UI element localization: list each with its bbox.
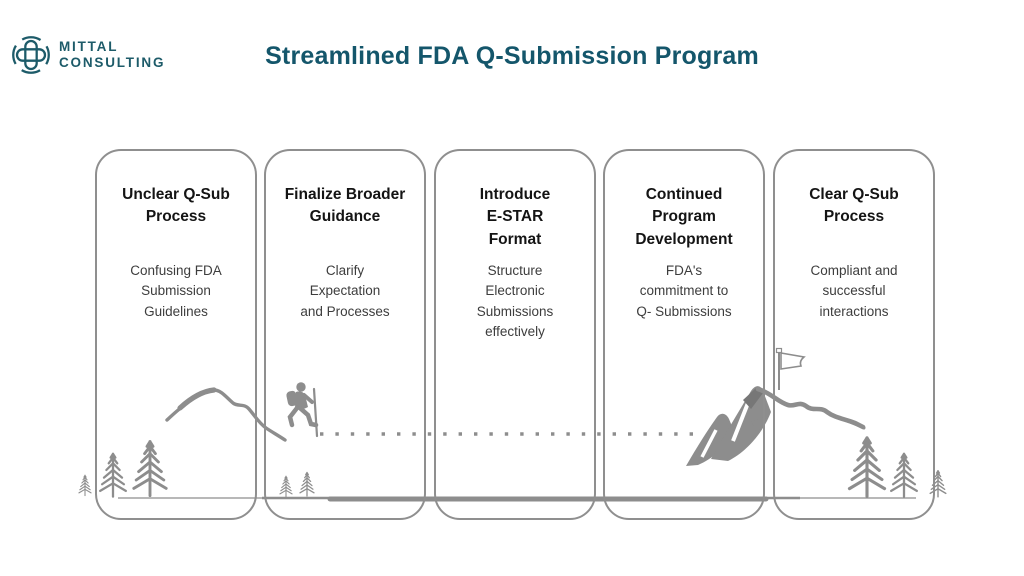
card-introduce-e-star: Introduce E-STAR Format Structure Electr… [434, 149, 596, 520]
card-unclear-q-sub: Unclear Q-Sub Process Confusing FDA Subm… [95, 149, 257, 520]
card-description: Clarify Expectation and Processes [300, 263, 390, 319]
card-description: Confusing FDA Submission Guidelines [130, 263, 222, 319]
page-title: Streamlined FDA Q-Submission Program [265, 42, 759, 70]
card-continued-program-development: Continued Program Development FDA's comm… [603, 149, 765, 520]
card-title: Continued Program Development [635, 186, 733, 248]
card-description: Compliant and successful interactions [810, 263, 898, 319]
company-name-line2: CONSULTING [59, 55, 166, 70]
card-finalize-broader-guidance: Finalize Broader Guidance Clarify Expect… [264, 149, 426, 520]
company-logo: MITTAL CONSULTING [10, 34, 165, 76]
card-description: Structure Electronic Submissions effecti… [476, 263, 554, 339]
card-clear-q-sub: Clear Q-Sub Process Compliant and succes… [773, 149, 935, 520]
card-title: Introduce E-STAR Format [479, 186, 551, 248]
mittal-cross-logo-icon [12, 36, 50, 74]
card-title: Unclear Q-Sub Process [122, 186, 230, 226]
card-title: Clear Q-Sub Process [809, 186, 899, 226]
pine-tree-icon [78, 474, 92, 497]
company-name: MITTAL CONSULTING [59, 39, 165, 72]
company-name-line1: MITTAL [59, 38, 119, 54]
card-title: Finalize Broader Guidance [284, 186, 406, 226]
card-description: FDA's commitment to Q- Submissions [636, 263, 732, 319]
